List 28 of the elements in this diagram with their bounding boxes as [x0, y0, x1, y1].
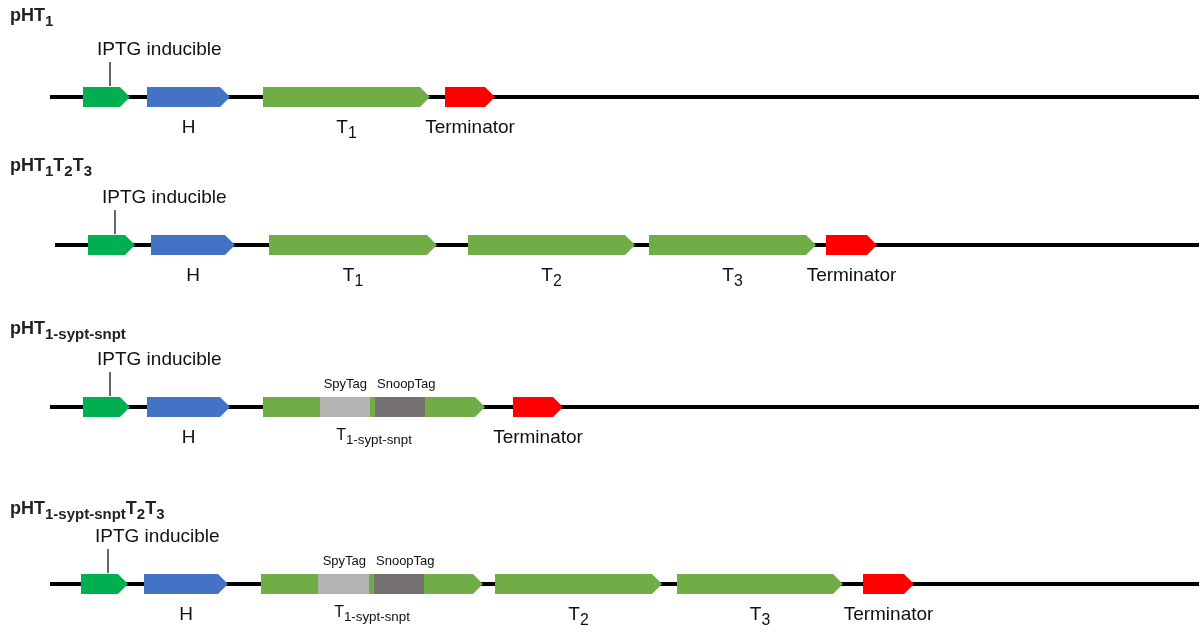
construct-name: pHT$_{1-sypt-snpt}$	[10, 318, 126, 342]
gene-label: H	[186, 265, 200, 284]
tag-label: SnoopTag	[376, 554, 435, 567]
tag-label: SpyTag	[323, 377, 367, 390]
promoter-label: IPTG inducible	[102, 187, 227, 206]
construct-name: pHT$_{1}$T$_{2}$T$_{3}$	[10, 155, 93, 179]
gene-label: T$_{3}$	[749, 604, 771, 628]
terminator-label: Terminator	[493, 427, 583, 446]
gene-label: T$_{2}$	[568, 604, 589, 628]
promoter-label: IPTG inducible	[97, 39, 222, 58]
terminator-label: Terminator	[425, 117, 515, 136]
terminator-label: Terminator	[843, 604, 934, 623]
gene-label: T$_{1-sypt-snpt}$	[336, 427, 412, 447]
promoter-label: IPTG inducible	[95, 526, 220, 545]
gene-label: T$_{2}$	[541, 265, 562, 289]
gene-label: T$_{1}$	[336, 117, 357, 141]
promoter-label: IPTG inducible	[97, 349, 222, 368]
gene-label: T$_{1-sypt-snpt}$	[334, 604, 410, 624]
gene-label: T$_{1}$	[342, 265, 364, 289]
tag-label: SpyTag	[322, 554, 366, 567]
gene-label: T$_{3}$	[722, 265, 743, 289]
construct-name: pHT$_{1-sypt-snpt}$T$_{2}$T$_{3}$	[10, 498, 165, 522]
construct-name: pHT$_{1}$	[10, 5, 54, 29]
gene-label: H	[179, 604, 193, 623]
tag-label: SnoopTag	[377, 377, 436, 390]
terminator-label: Terminator	[806, 265, 897, 284]
gene-label: H	[181, 427, 196, 446]
gene-label: H	[181, 117, 196, 136]
